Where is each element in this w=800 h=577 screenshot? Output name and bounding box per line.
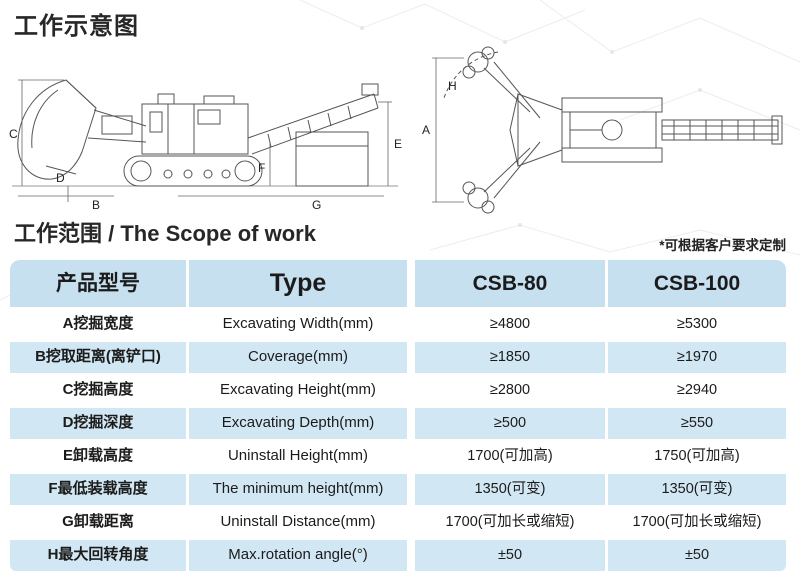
row-csb100-value: 1350(可变) bbox=[608, 474, 786, 505]
row-csb100-value: ±50 bbox=[608, 540, 786, 571]
row-model: F最低装载高度 bbox=[10, 474, 186, 505]
machine-top-outline bbox=[443, 46, 783, 214]
section-title: 工作范围 / The Scope of work bbox=[14, 216, 316, 248]
support-frame bbox=[295, 131, 369, 187]
dimension-lines bbox=[18, 79, 392, 202]
row-csb80-value: 1700(可加长或缩短) bbox=[415, 507, 605, 538]
row-model: E卸载高度 bbox=[10, 441, 186, 472]
bucket-shape bbox=[17, 79, 97, 180]
row-type: Excavating Width(mm) bbox=[189, 309, 407, 340]
table-row: E卸载高度 Uninstall Height(mm) 1700(可加高) 175… bbox=[10, 441, 794, 472]
conveyor bbox=[247, 83, 379, 155]
dim-label-c: C bbox=[9, 127, 18, 141]
customization-note: *可根据客户要求定制 bbox=[659, 238, 786, 253]
table-row: H最大回转角度 Max.rotation angle(°) ±50 ±50 bbox=[10, 540, 794, 571]
row-model: A挖掘宽度 bbox=[10, 309, 186, 340]
side-view-drawing: C D B F G E bbox=[6, 46, 406, 214]
row-csb100-value: 1700(可加长或缩短) bbox=[608, 507, 786, 538]
row-model: D挖掘深度 bbox=[10, 408, 186, 439]
header-csb-80: CSB-80 bbox=[415, 260, 605, 307]
shovel-plate bbox=[509, 93, 563, 167]
row-model: G卸载距离 bbox=[10, 507, 186, 538]
row-csb80-value: ≥1850 bbox=[415, 342, 605, 373]
row-type: Max.rotation angle(°) bbox=[189, 540, 407, 571]
row-type: The minimum height(mm) bbox=[189, 474, 407, 505]
upper-gather-arm bbox=[462, 46, 541, 119]
dim-label-h: H bbox=[448, 79, 457, 93]
lower-gather-arm bbox=[462, 141, 541, 214]
table-row: G卸载距离 Uninstall Distance(mm) 1700(可加长或缩短… bbox=[10, 507, 794, 538]
row-type: Coverage(mm) bbox=[189, 342, 407, 373]
dim-label-b: B bbox=[92, 198, 100, 212]
row-csb100-value: ≥1970 bbox=[608, 342, 786, 373]
dim-label-g: G bbox=[312, 198, 321, 212]
header-type: Type bbox=[189, 260, 407, 307]
row-csb80-value: ≥4800 bbox=[415, 309, 605, 340]
row-model: B挖取距离(离铲口) bbox=[10, 342, 186, 373]
section-title-zh: 工作范围 bbox=[14, 221, 103, 246]
row-csb100-value: ≥2940 bbox=[608, 375, 786, 406]
crawler-track bbox=[123, 155, 263, 187]
section-title-en: / The Scope of work bbox=[102, 221, 316, 246]
spec-table: 产品型号 Type CSB-80 CSB-100 A挖掘宽度 Excavatin… bbox=[10, 260, 794, 573]
header-product-model: 产品型号 bbox=[10, 260, 186, 307]
row-csb80-value: ≥500 bbox=[415, 408, 605, 439]
row-csb100-value: 1750(可加高) bbox=[608, 441, 786, 472]
swing-arc bbox=[443, 51, 499, 99]
dim-label-d: D bbox=[56, 171, 65, 185]
row-csb100-value: ≥550 bbox=[608, 408, 786, 439]
table-row: A挖掘宽度 Excavating Width(mm) ≥4800 ≥5300 bbox=[10, 309, 794, 340]
page-title: 工作示意图 bbox=[14, 13, 139, 40]
row-type: Excavating Depth(mm) bbox=[189, 408, 407, 439]
row-model: C挖掘高度 bbox=[10, 375, 186, 406]
row-csb80-value: 1700(可加高) bbox=[415, 441, 605, 472]
table-header-row: 产品型号 Type CSB-80 CSB-100 bbox=[10, 260, 794, 307]
table-row: B挖取距离(离铲口) Coverage(mm) ≥1850 ≥1970 bbox=[10, 342, 794, 373]
row-type: Excavating Height(mm) bbox=[189, 375, 407, 406]
table-row: F最低装载高度 The minimum height(mm) 1350(可变) … bbox=[10, 474, 794, 505]
boom-arm bbox=[87, 109, 147, 143]
row-csb80-value: ≥2800 bbox=[415, 375, 605, 406]
row-type: Uninstall Distance(mm) bbox=[189, 507, 407, 538]
conveyor-top bbox=[661, 115, 783, 145]
dimension-lines-top bbox=[432, 57, 464, 203]
table-row: D挖掘深度 Excavating Depth(mm) ≥500 ≥550 bbox=[10, 408, 794, 439]
machine-body-top bbox=[561, 97, 663, 163]
row-csb80-value: 1350(可变) bbox=[415, 474, 605, 505]
dimension-labels-top: H A bbox=[422, 79, 457, 137]
machine-side-outline bbox=[12, 79, 398, 187]
header-csb-100: CSB-100 bbox=[608, 260, 786, 307]
row-csb80-value: ±50 bbox=[415, 540, 605, 571]
row-csb100-value: ≥5300 bbox=[608, 309, 786, 340]
table-row: C挖掘高度 Excavating Height(mm) ≥2800 ≥2940 bbox=[10, 375, 794, 406]
dimension-labels: C D B F G E bbox=[9, 127, 402, 212]
row-type: Uninstall Height(mm) bbox=[189, 441, 407, 472]
machine-body bbox=[141, 93, 249, 155]
top-view-drawing: H A bbox=[420, 40, 788, 218]
dim-label-a: A bbox=[422, 123, 430, 137]
dim-label-e: E bbox=[394, 137, 402, 151]
row-model: H最大回转角度 bbox=[10, 540, 186, 571]
dim-label-f: F bbox=[258, 161, 265, 175]
